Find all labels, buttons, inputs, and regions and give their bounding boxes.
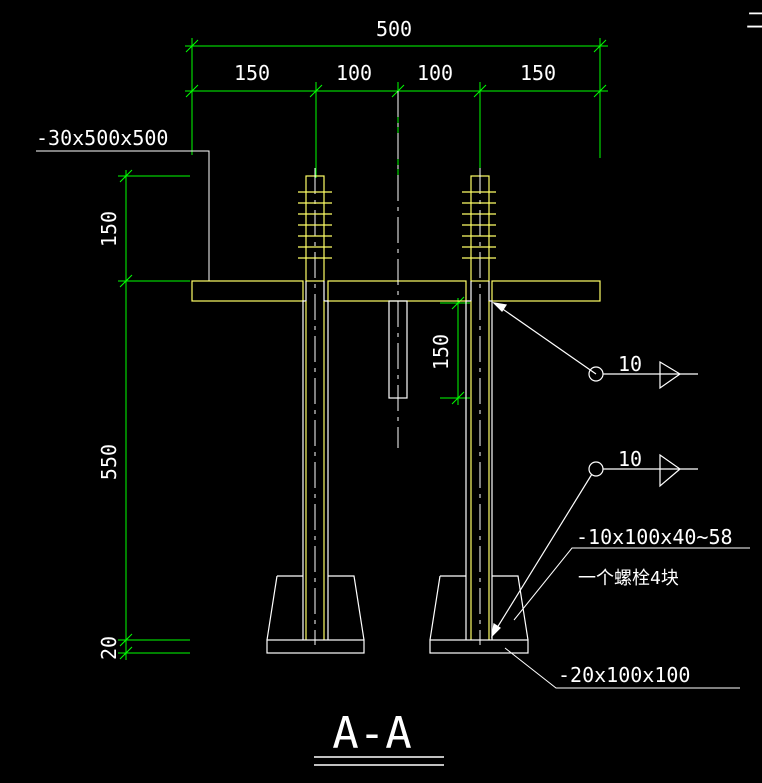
dim-seg-left: 150 [234,61,270,85]
left-dimensions [118,169,190,660]
top-plate-label: -30x500x500 [36,126,168,150]
base-plate-leader [504,647,740,689]
stiffener-leader [513,547,750,621]
left-base [266,575,365,654]
corner-glyph: 二 [746,9,762,34]
weld-lower-size: 10 [618,447,642,471]
weld-symbol-upper [492,302,698,390]
weld-upper-size: 10 [618,352,642,376]
section-title: A-A [332,708,411,759]
left-anchor-bolt [298,168,332,645]
dim-seg-mid-right: 100 [417,61,453,85]
stiffener-spec-label: -10x100x40~58 [576,525,733,549]
dim-base-plate: 20 [97,636,121,660]
weld-symbol-lower [491,453,698,638]
right-base [429,575,529,654]
right-anchor-bolt [462,168,496,645]
dim-shear-key-depth: 150 [429,334,453,370]
dim-seg-mid-left: 100 [336,61,372,85]
dim-seg-right: 150 [520,61,556,85]
stiffener-note-label: 一个螺栓4块 [578,568,679,589]
dim-column-height: 550 [97,444,121,480]
top-plate-leader [36,150,210,281]
base-plate-label: -20x100x100 [558,663,690,687]
shear-key-dimension [440,296,470,405]
top-plate [191,280,601,302]
dim-bolt-projection: 150 [97,211,121,247]
dim-overall-width: 500 [376,17,412,41]
top-dimensions [185,38,608,178]
